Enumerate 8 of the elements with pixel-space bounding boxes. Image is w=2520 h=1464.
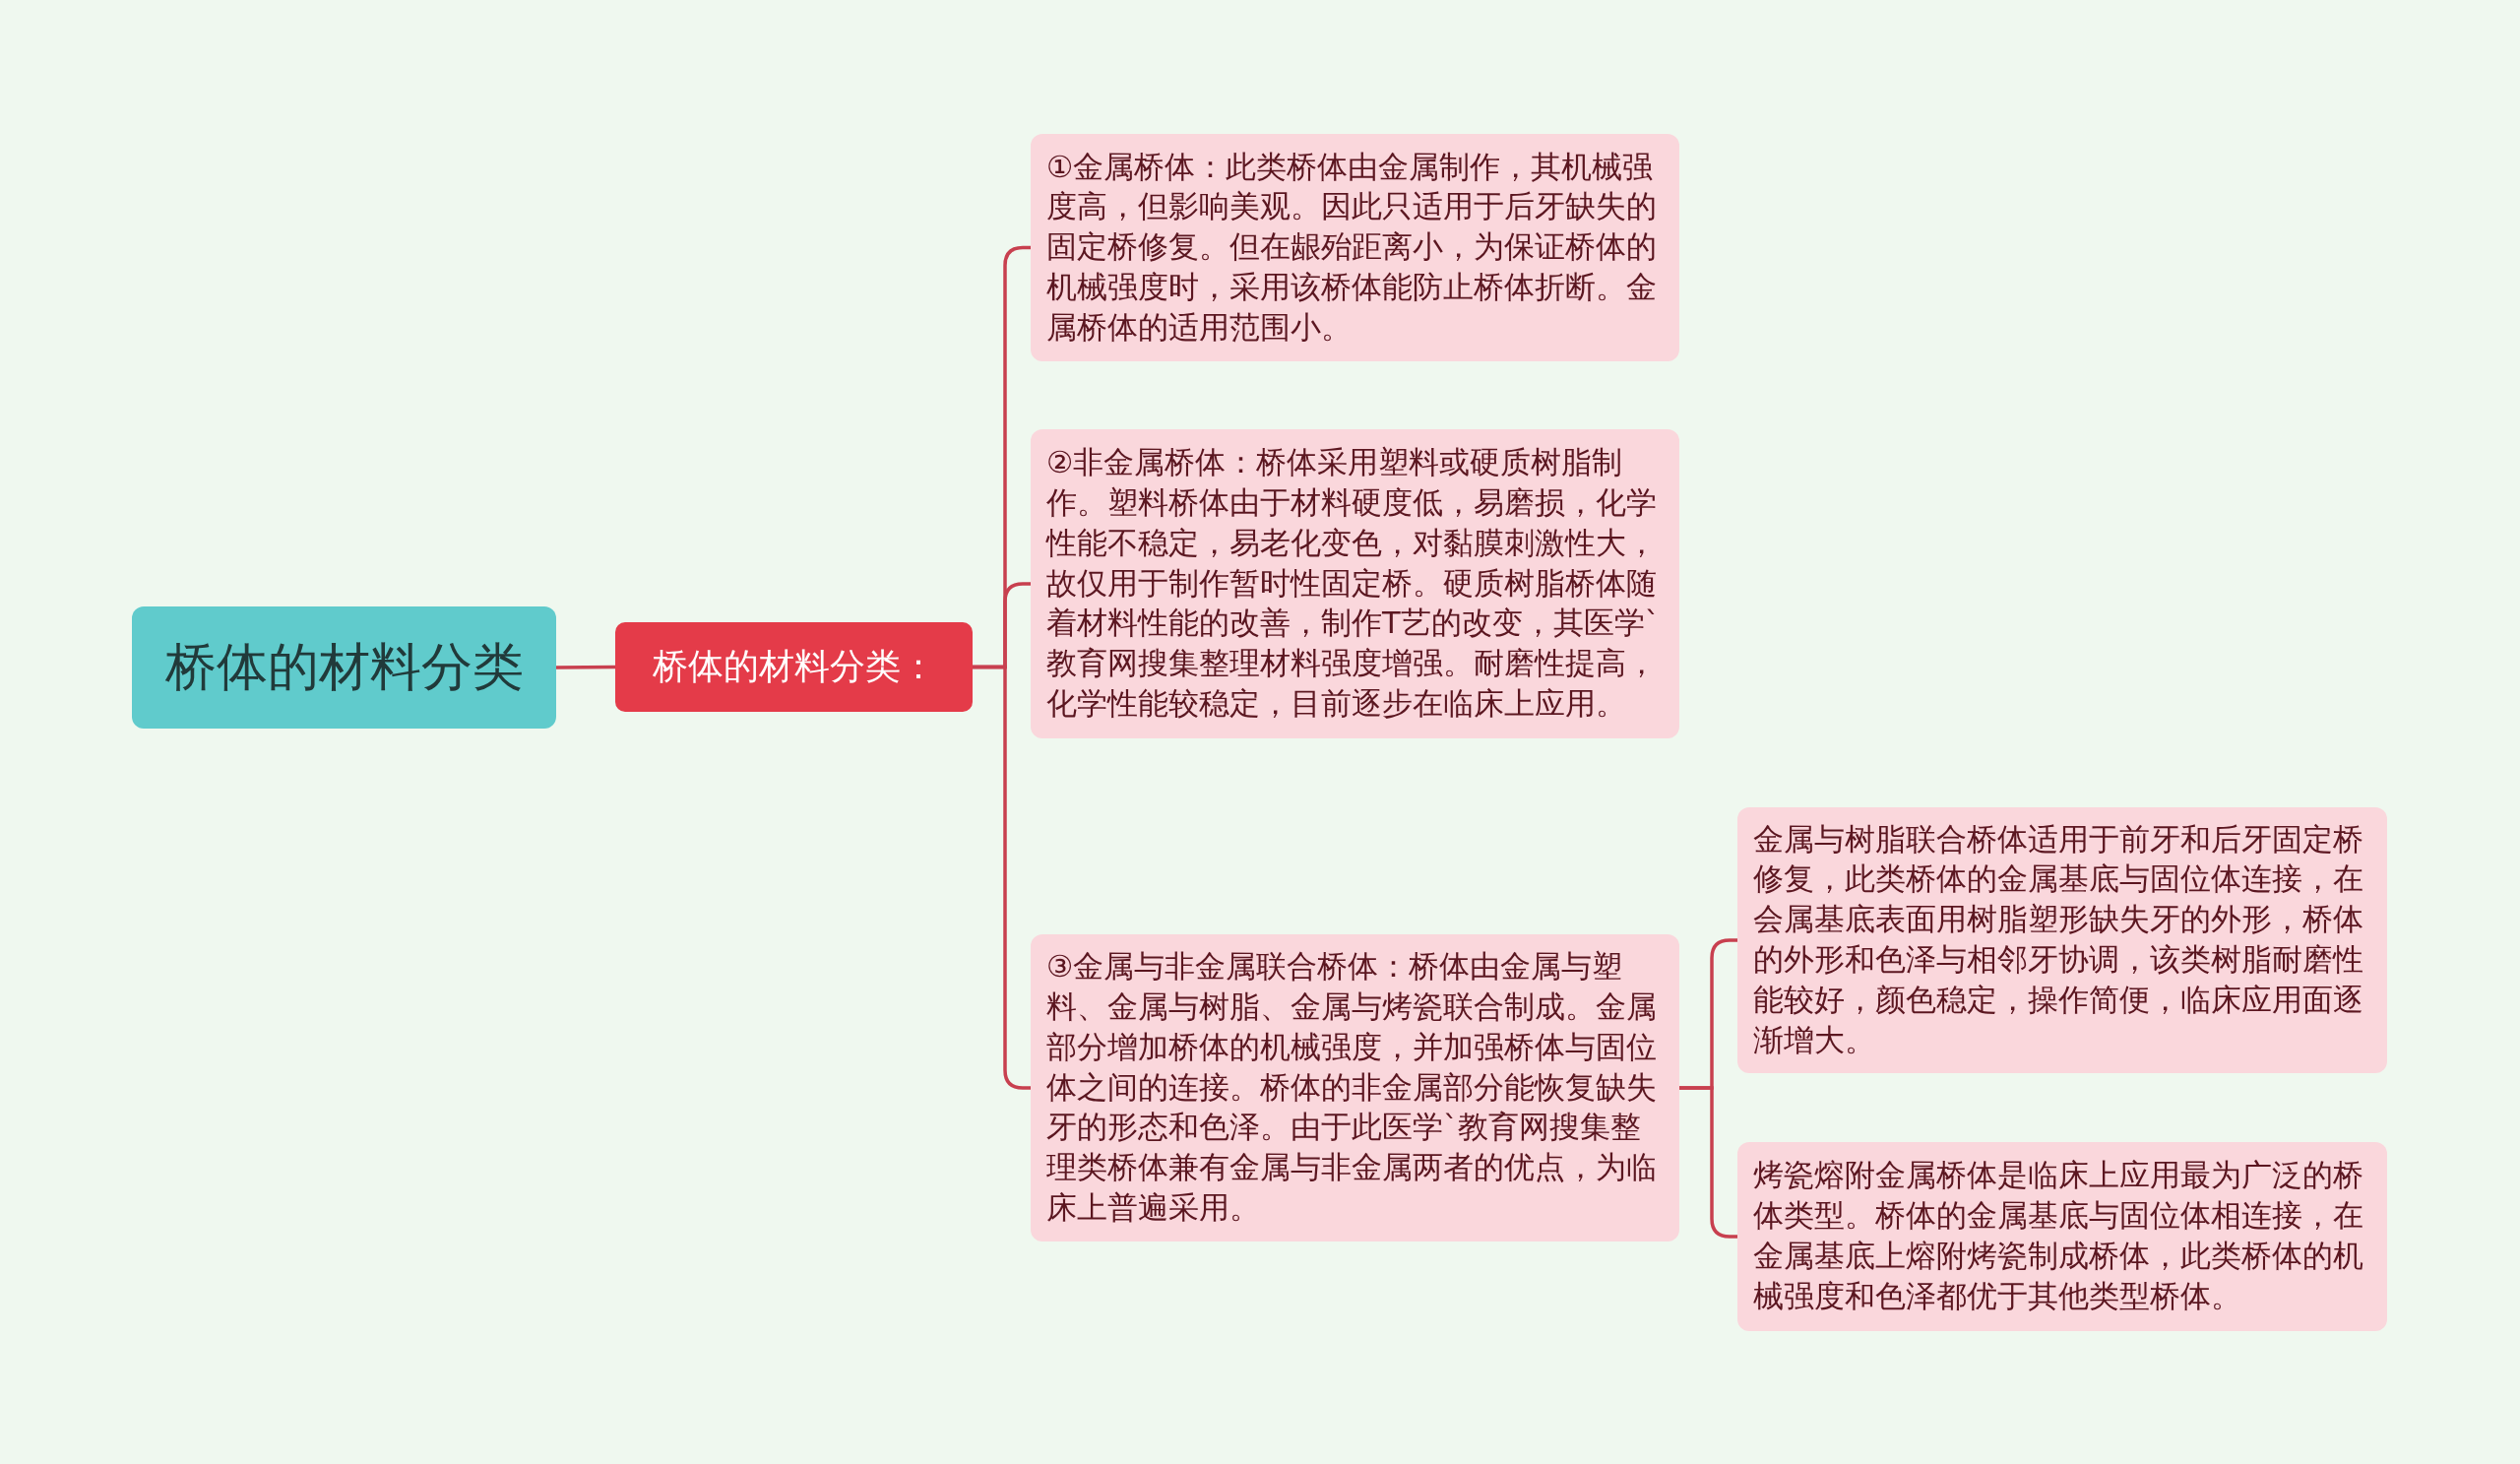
central-topic-box: 桥体的材料分类 — [132, 606, 556, 729]
connector-line — [556, 665, 615, 669]
subtopic-box: 金属与树脂联合桥体适用于前牙和后牙固定桥修复，此类桥体的金属基底与固位体连接，在会属基底表面用树脂塑形缺失牙的外形，桥体的外形和色泽与相邻牙协调，该类树脂耐磨性能较好，颜色稳定，操作简便，临床应用面逐渐增大。 — [1737, 807, 2387, 1073]
subtopic-box: ②非金属桥体：桥体采用塑料或硬质树脂制作。塑料桥体由于材料硬度低，易磨损，化学性能不稳定，易老化变色，对黏膜刺激性大，故仅用于制作暂时性固定桥。硬质树脂桥体随着材料性能的改善，制作T艺的改变，其医学`教育网搜集整理材料强度增强。耐磨性提高，化学性能较稳定，目前逐步在临床上应用。 — [1031, 429, 1679, 738]
subtopic-box: 烤瓷熔附金属桥体是临床上应用最为广泛的桥体类型。桥体的金属基底与固位体相连接，在金属基底上熔附烤瓷制成桥体，此类桥体的机械强度和色泽都优于其他类型桥体。 — [1737, 1142, 2387, 1331]
subtopic-box: ①金属桥体：此类桥体由金属制作，其机械强度高，但影响美观。因此只适用于后牙缺失的固定桥修复。但在龈殆距离小，为保证桥体的机械强度时，采用该桥体能防止桥体折断。金属桥体的适用范围小。 — [1031, 134, 1679, 361]
subtopic-box: ③金属与非金属联合桥体：桥体由金属与塑料、金属与树脂、金属与烤瓷联合制成。金属部分增加桥体的机械强度，并加强桥体与固位体之间的连接。桥体的非金属部分能恢复缺失牙的形态和色泽。由于此医学`教育网搜集整理类桥体兼有金属与非金属两者的优点，为临床上普遍采用。 — [1031, 934, 1679, 1241]
branch-topic-box: 桥体的材料分类： — [615, 622, 973, 712]
